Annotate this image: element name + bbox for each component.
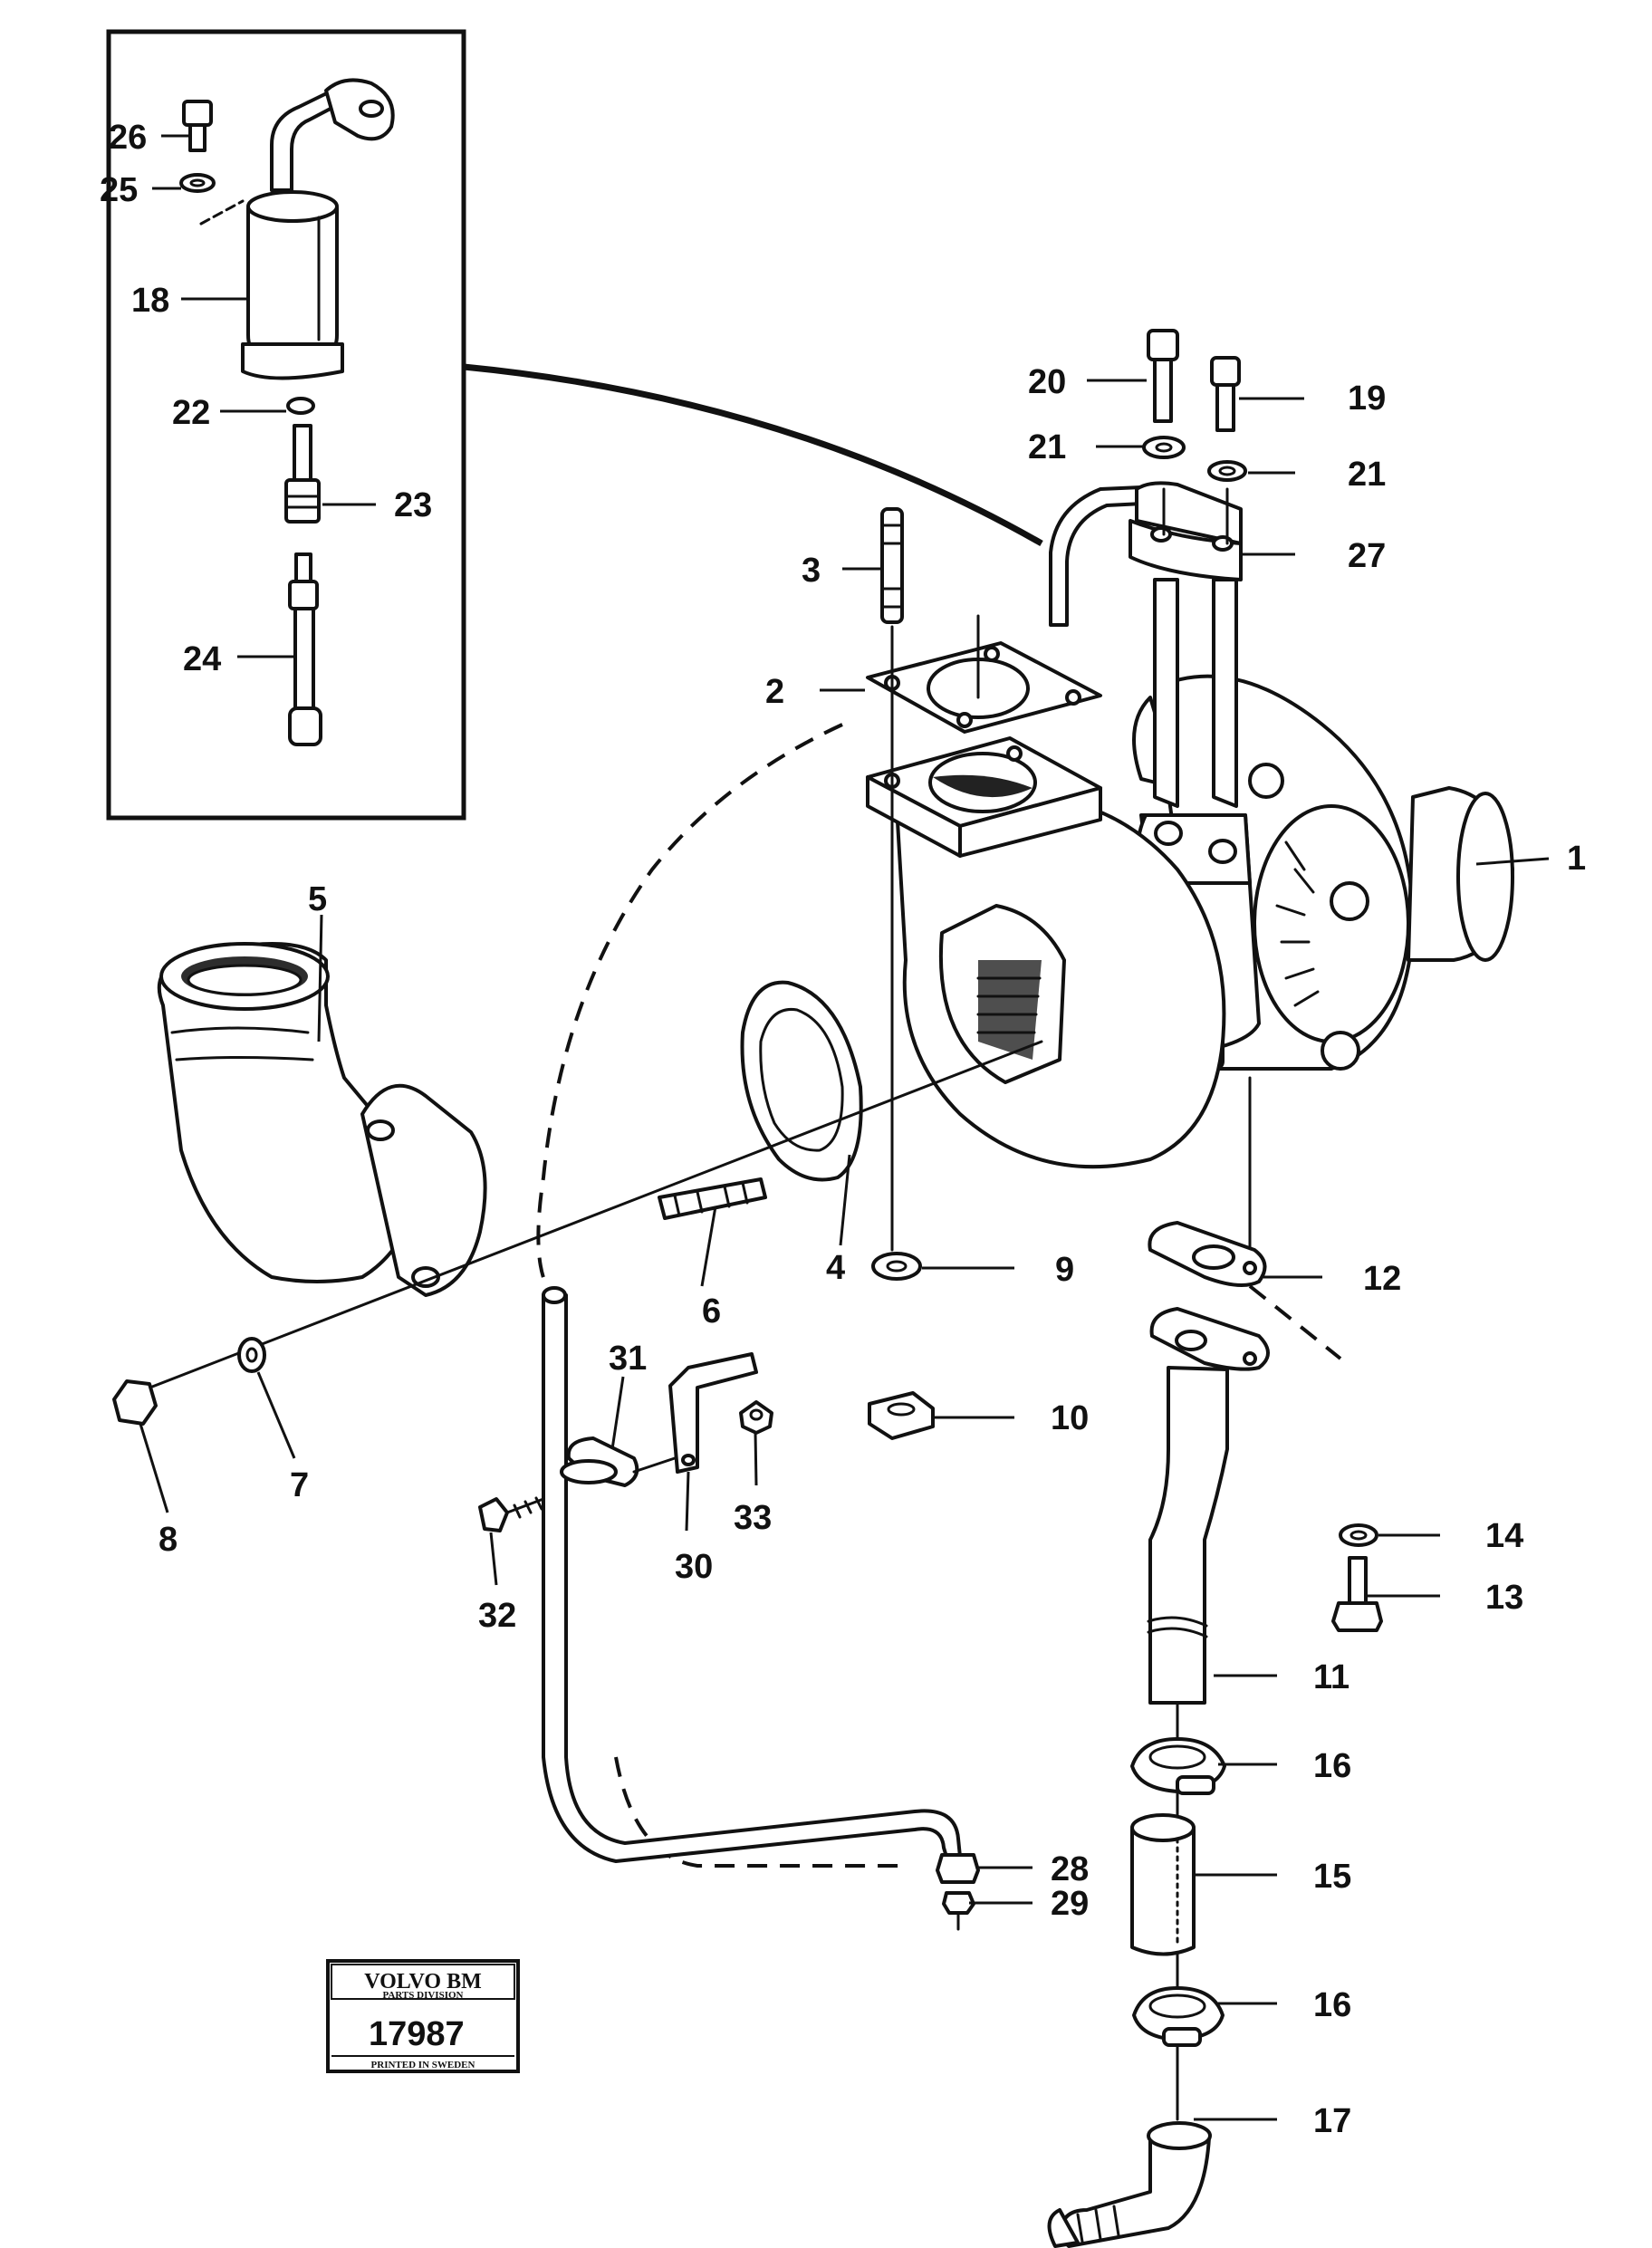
part-33-nut (739, 1400, 773, 1435)
callout-14: 14 (1485, 1517, 1523, 1555)
callout-15: 15 (1313, 1858, 1351, 1896)
bolt-13-dashed (1248, 1284, 1342, 1360)
part-28-nut (936, 1853, 980, 1884)
part-14-washer (1339, 1523, 1378, 1547)
part-31-clamp (560, 1436, 639, 1487)
part-23-fitting (284, 424, 321, 524)
callout-24: 24 (183, 640, 221, 678)
callout-27: 27 (1348, 537, 1386, 575)
callout-17: 17 (1313, 2102, 1351, 2140)
part-13-bolt (1331, 1556, 1383, 1632)
volvo-bm-stamp: VOLVO BM PARTS DIVISION 17987 PRINTED IN… (326, 1959, 520, 2073)
part-21-washer-a (1142, 436, 1186, 459)
part-16-clamp-b (1132, 1986, 1225, 2047)
callout-10: 10 (1051, 1399, 1089, 1437)
part-19-bolt (1210, 356, 1241, 432)
turbo-inlet-flange (866, 736, 1102, 858)
part-20-bolt (1147, 329, 1179, 423)
callout-28: 28 (1051, 1850, 1089, 1888)
stamp-printed: PRINTED IN SWEDEN (371, 2060, 475, 2070)
callout-numbers: 1 2 3 4 5 6 7 8 9 10 11 12 13 14 15 16 1… (100, 119, 1586, 2140)
oil-line-dashed (536, 723, 843, 1297)
part-5-elbow (157, 942, 487, 1297)
part-12-gasket (1148, 1221, 1267, 1287)
callout-22: 22 (172, 394, 210, 432)
part-22-ring (286, 397, 315, 415)
inset-detail (106, 29, 466, 821)
part-11-drain-pipe (1147, 1307, 1270, 1705)
callout-21-left: 21 (1028, 428, 1066, 466)
inset-connector-line (463, 363, 1043, 547)
stamp-division: PARTS DIVISION (383, 1990, 464, 2001)
callout-31: 31 (609, 1340, 647, 1378)
callout-12: 12 (1363, 1260, 1401, 1298)
callout-21-right: 21 (1348, 456, 1386, 494)
part-8-nut (112, 1379, 158, 1426)
callout-9: 9 (1055, 1251, 1074, 1289)
callout-19: 19 (1348, 379, 1386, 418)
callout-32: 32 (478, 1597, 516, 1635)
callout-4: 4 (826, 1249, 845, 1287)
callout-20: 20 (1028, 363, 1066, 401)
callout-11: 11 (1313, 1658, 1349, 1696)
callout-16-top: 16 (1313, 1747, 1351, 1785)
part-6-stud (658, 1177, 767, 1220)
part-17-elbow (1047, 2121, 1212, 2248)
callout-1: 1 (1567, 840, 1586, 878)
part-25-washer (179, 173, 216, 193)
callout-30: 30 (675, 1548, 713, 1586)
part-18-cylinder (199, 190, 344, 380)
part-27-oil-pipe (1049, 481, 1243, 808)
part-30-bracket (668, 1352, 758, 1474)
callout-29: 29 (1051, 1885, 1089, 1923)
callout-13: 13 (1485, 1579, 1523, 1617)
return-line-dashed (614, 1756, 906, 1868)
stamp-number: 17987 (369, 2015, 465, 2053)
callout-26: 26 (109, 119, 147, 157)
part-2-gasket (866, 641, 1102, 734)
elbow-axis (130, 1040, 1043, 1397)
callout-33: 33 (734, 1499, 772, 1537)
part-10-nut (868, 1391, 935, 1440)
part-4-gasket (740, 980, 863, 1182)
leader-lines (139, 379, 1550, 2121)
part-7-washer (237, 1337, 266, 1373)
part-1-turbocharger (895, 674, 1514, 1169)
part-3-stud (880, 507, 904, 624)
part-15-hose (1130, 1813, 1196, 1956)
callout-2: 2 (765, 673, 784, 711)
part-32-bolt (478, 1496, 545, 1532)
part-24-rod (288, 552, 322, 746)
part-9-washer (871, 1252, 922, 1281)
callout-23: 23 (394, 486, 432, 524)
part-21-washer-b (1207, 460, 1247, 482)
callout-16-bottom: 16 (1313, 1986, 1351, 2024)
callout-7: 7 (290, 1466, 309, 1504)
stamp-brand: VOLVO BM (364, 1970, 482, 1993)
callout-8: 8 (158, 1521, 178, 1559)
callout-18: 18 (131, 282, 169, 320)
callout-5: 5 (308, 880, 327, 918)
callout-6: 6 (702, 1292, 721, 1331)
callout-25: 25 (100, 171, 138, 209)
part-26-bolt (182, 100, 213, 152)
part-29-fitting (942, 1891, 975, 1931)
callout-3: 3 (802, 552, 821, 590)
part-16-clamp-a (1130, 1737, 1226, 1795)
